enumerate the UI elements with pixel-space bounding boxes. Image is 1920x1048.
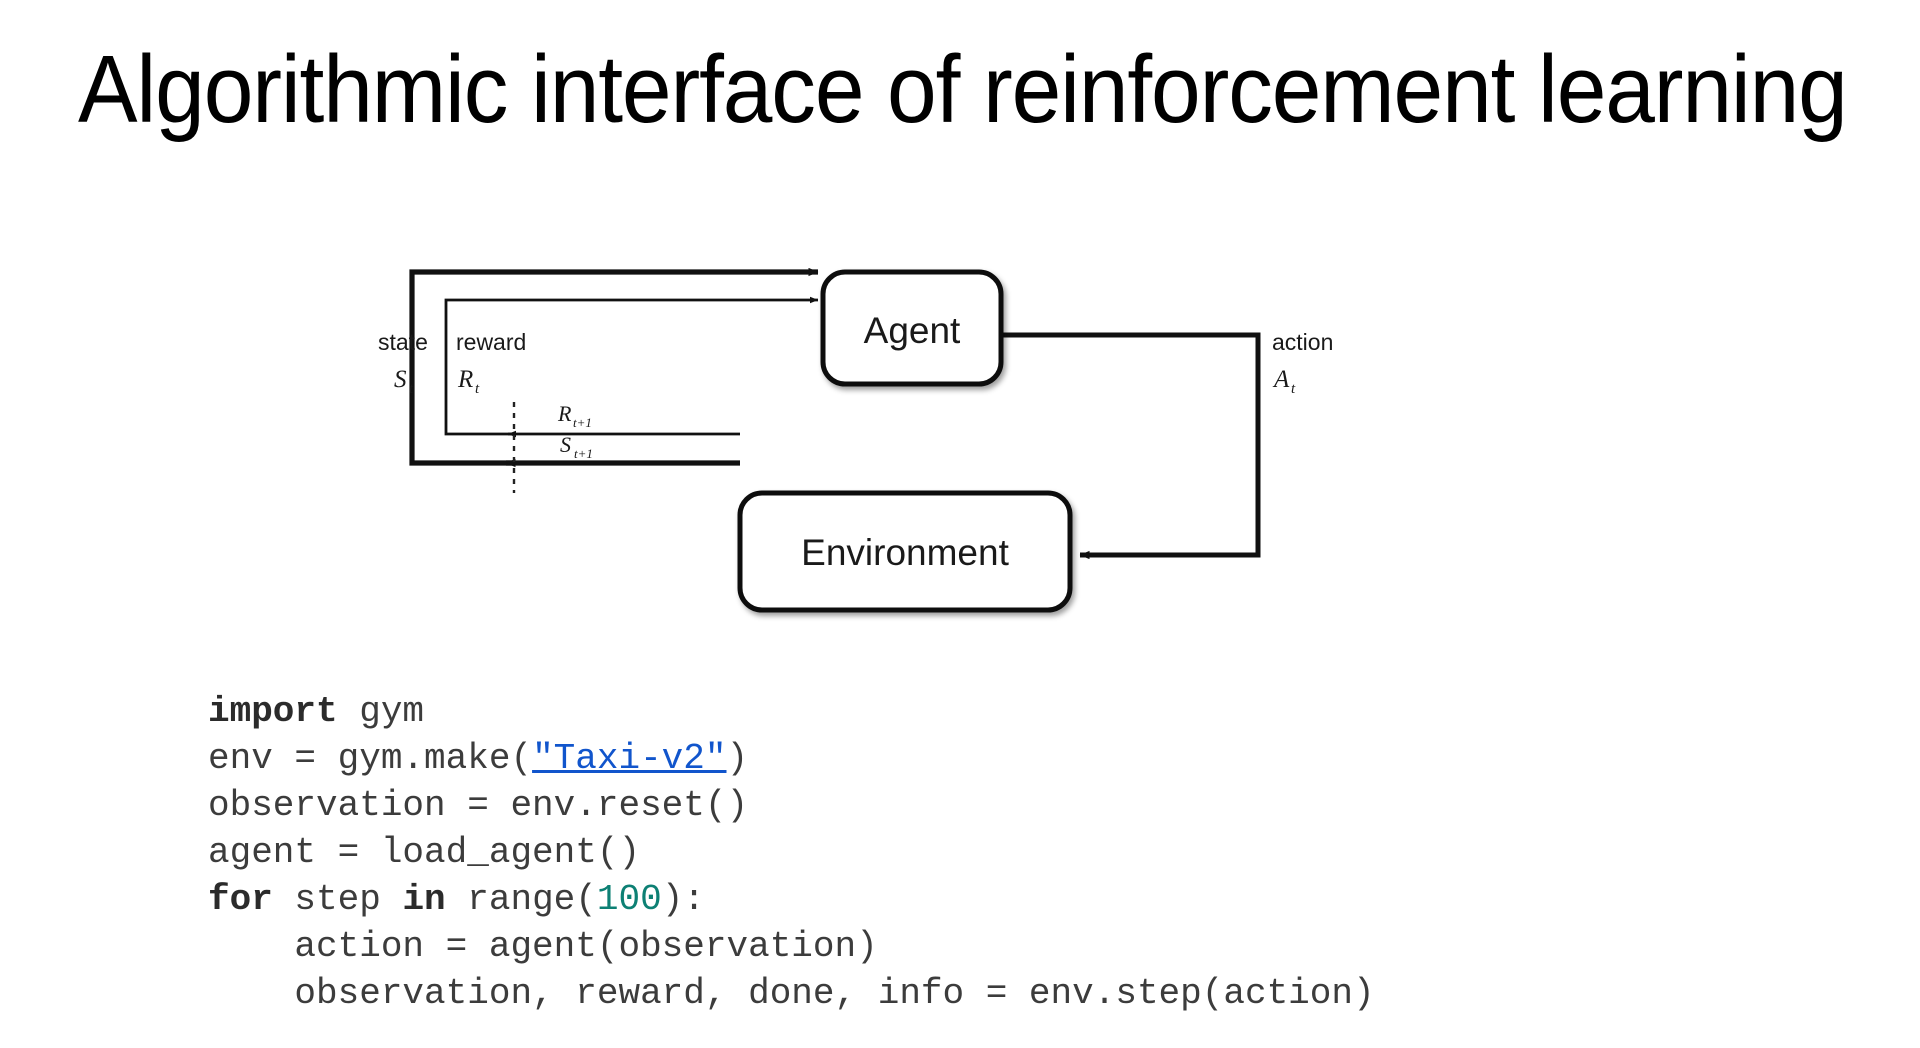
reward-next-subscript: t+1 [573,415,592,430]
code-line: agent = load_agent() [208,829,1375,876]
code-text: env = gym.make( [208,738,533,779]
reward-label-word: reward [456,329,526,355]
rl-loop-diagram: Agent Environment state S t reward R t a… [378,210,1333,613]
state-label: state S t [378,329,428,397]
reward-next-symbol: R [557,401,572,426]
code-text: agent = load_agent() [208,832,641,873]
code-line: action = agent(observation) [208,923,1375,970]
env-id-link[interactable]: "Taxi-v2" [532,738,727,779]
state-label-symbol: S [394,366,407,393]
code-text: step [272,879,403,920]
state-next-subscript: t+1 [574,446,593,461]
code-line: env = gym.make("Taxi-v2") [208,735,1375,782]
action-label-subscript: t [1291,381,1296,397]
code-keyword: import [208,691,338,732]
reward-label-symbol: R [457,366,473,393]
page-title: Algorithmic interface of reinforcement l… [78,36,1848,143]
action-label-symbol: A [1272,366,1290,393]
reward-arrow [444,296,819,436]
code-keyword: for [208,879,273,920]
code-keyword: in [402,879,446,920]
environment-box: Environment [737,490,1073,613]
code-text: observation = env.reset() [208,785,749,826]
action-label-word: action [1272,329,1333,355]
code-text: ) [726,738,749,779]
agent-box-label: Agent [864,310,961,351]
code-text: ): [661,879,705,920]
code-text: action = agent(observation) [208,926,878,967]
code-text: gym [337,691,425,732]
state-next-label: S t+1 [560,432,593,461]
agent-box: Agent [820,269,1004,387]
state-arrow [409,267,819,466]
reward-label-subscript: t [475,381,480,397]
code-text: observation, reward, done, info = env.st… [208,973,1375,1014]
reward-next-label: R t+1 [557,401,592,430]
state-label-subscript: t [409,381,414,397]
code-line: for step in range(100): [208,876,1375,923]
state-next-symbol: S [560,432,571,457]
action-label: action A t [1272,329,1333,397]
code-line: observation = env.reset() [208,782,1375,829]
code-line: observation, reward, done, info = env.st… [208,970,1375,1017]
code-line: import gym [208,688,1375,735]
code-text: range( [445,879,597,920]
environment-box-label: Environment [801,532,1009,573]
state-label-word: state [378,329,428,355]
action-arrow [1000,332,1261,560]
code-number: 100 [596,879,662,920]
reward-label: reward R t [456,329,526,397]
